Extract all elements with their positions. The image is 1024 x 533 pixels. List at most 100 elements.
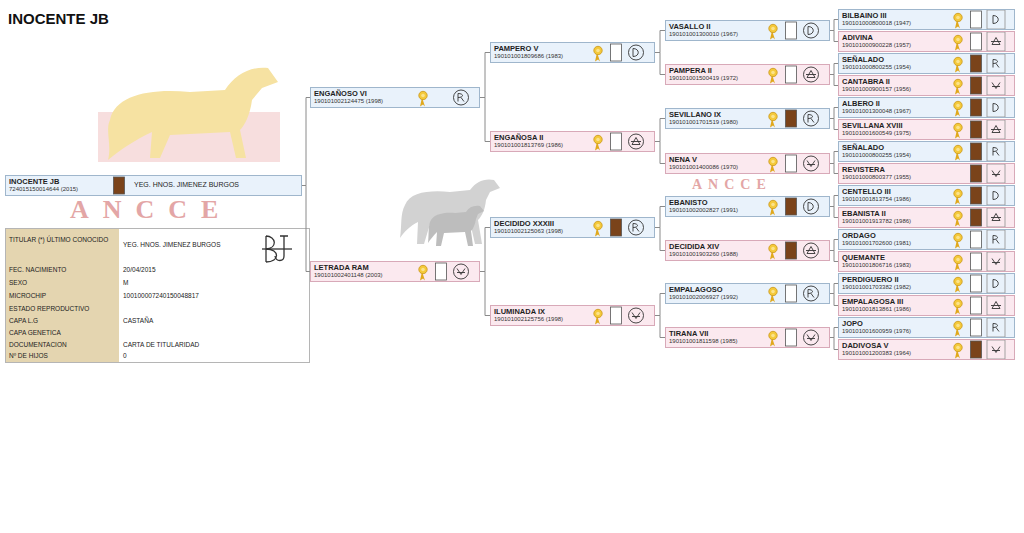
pedigree-connector: [830, 108, 838, 119]
pedigree-box: SEÑALADO190101000800255 (1954): [838, 141, 1015, 162]
rosette-icon: [769, 200, 777, 215]
pedigree-connector: [655, 207, 665, 228]
coat-swatch: [786, 22, 797, 39]
pedigree-connector: [655, 294, 665, 316]
box-icons: [592, 306, 654, 325]
info-label-column: [6, 229, 119, 362]
coat-swatch: [971, 231, 982, 248]
brand-mark: [987, 274, 1005, 293]
rosette-icon: [954, 145, 962, 160]
coat-swatch: [786, 155, 797, 172]
pedigree-connector: [302, 98, 310, 186]
box-icons: [767, 65, 829, 84]
pedigree-box: ADIVINA190101000900228 (1957): [838, 31, 1015, 52]
brand-mark: [987, 142, 1005, 161]
rosette-icon: [954, 79, 962, 94]
pedigree-box: QUEMANTE190101001806716 (1983): [838, 251, 1015, 272]
registration-number: 190101002002827 (1991): [669, 207, 762, 214]
owner-name: YEG. HNOS. JIMENEZ BURGOS: [134, 181, 239, 188]
table-cell: CASTAÑA: [123, 317, 153, 325]
registration-number: 190101001500419 (1972): [669, 75, 762, 82]
brand-mark: [804, 199, 819, 214]
horse-name: SEVILLANA XVIII: [842, 122, 947, 131]
rosette-icon: [954, 57, 962, 72]
rosette-icon: [954, 211, 962, 226]
box-icons: [767, 21, 829, 40]
brand-mark: [987, 120, 1005, 139]
rosette-icon: [954, 35, 962, 50]
registration-number: 190101001811598 (1985): [669, 338, 762, 345]
box-icons: [767, 197, 829, 216]
coat-swatch: [971, 77, 982, 94]
brand-mark: [629, 220, 644, 235]
pedigree-connector: [655, 142, 665, 164]
rosette-icon: [594, 309, 602, 324]
brand-mark: [987, 340, 1005, 359]
pedigree-box: EBANISTA II190101001913782 (1986): [838, 207, 1015, 228]
coat-swatch: [786, 198, 797, 215]
coat-swatch: [971, 11, 982, 28]
pedigree-connector: [830, 164, 838, 174]
pedigree-connector: [830, 328, 838, 338]
horse-name: ENGAÑOSO VI: [314, 90, 412, 99]
registration-number: 190101000800255 (1954): [842, 152, 947, 159]
horse-name: QUEMANTE: [842, 254, 947, 263]
registration-number: 190101000800018 (1947): [842, 20, 947, 27]
coat-swatch: [786, 66, 797, 83]
pedigree-connector: [655, 53, 665, 75]
registration-number: 190101001913782 (1986): [842, 218, 947, 225]
box-icons: [767, 241, 829, 260]
horse-name: INOCENTE JB: [9, 178, 103, 187]
brand-mark: [804, 243, 819, 258]
rosette-icon: [769, 331, 777, 346]
table-cell: Nº DE HIJOS: [9, 352, 48, 360]
watermark: ANCCE: [692, 178, 772, 192]
pedigree-box: DADIVOSA V190101001200383 (1964): [838, 339, 1015, 360]
page-title: INOCENTE JB: [8, 10, 109, 27]
box-icons: [952, 274, 1014, 293]
registration-number: 190101000900228 (1957): [842, 42, 947, 49]
pedigree-box: SEVILLANO IX190101001701519 (1980): [665, 108, 830, 129]
pedigree-connector: [830, 240, 838, 251]
pedigree-box: NENA V190101001400086 (1970): [665, 153, 830, 174]
registration-number: 190101001400086 (1970): [669, 164, 762, 171]
table-cell: 0: [123, 352, 127, 360]
rosette-icon: [954, 321, 962, 336]
brand-mark: [987, 76, 1005, 95]
pedigree-box: CENTELLO III190101001813754 (1986): [838, 185, 1015, 206]
brand-mark: [987, 296, 1005, 315]
pedigree-box: ORDAGO190101001702600 (1981): [838, 229, 1015, 250]
registration-number: 190101001701519 (1980): [669, 119, 762, 126]
pedigree-connector: [830, 294, 838, 306]
box-icons: [767, 109, 829, 128]
rosette-icon: [594, 221, 602, 236]
brand-mark: [987, 10, 1005, 29]
horse-name: ALBERO II: [842, 100, 947, 109]
horse-name: SEÑALADO: [842, 56, 947, 65]
brand-mark: [804, 23, 819, 38]
brand-mark: [987, 318, 1005, 337]
pedigree-box: EMPALAGOSA III190101001813861 (1986): [838, 295, 1015, 316]
horse-name: ILUMINADA IX: [494, 308, 587, 317]
rosette-icon: [419, 265, 427, 280]
watermark: ANCCE: [70, 197, 232, 223]
box-icons: [952, 318, 1014, 337]
pedigree-connector: [830, 284, 838, 294]
registration-number: 190101001600959 (1976): [842, 328, 947, 335]
pedigree-box: PERDIGUERO II190101001703382 (1982): [838, 273, 1015, 294]
coat-swatch: [786, 242, 797, 259]
pedigree-box: TIRANA VII190101001811598 (1985): [665, 327, 830, 348]
pedigree-connector: [480, 53, 490, 98]
pedigree-connector: [830, 31, 838, 42]
table-cell: TITULAR (*) ÚLTIMO CONOCIDO: [9, 236, 109, 244]
pedigree-connector: [480, 98, 490, 142]
rosette-icon: [769, 68, 777, 83]
box-icons: [767, 328, 829, 347]
brand-mark: [987, 98, 1005, 117]
coat-swatch: [971, 55, 982, 72]
box-icons: [952, 142, 1014, 161]
rosette-icon: [419, 91, 427, 106]
pedigree-connector: [302, 186, 310, 272]
pedigree-connector: [830, 20, 838, 31]
pedigree-connector: [830, 251, 838, 262]
